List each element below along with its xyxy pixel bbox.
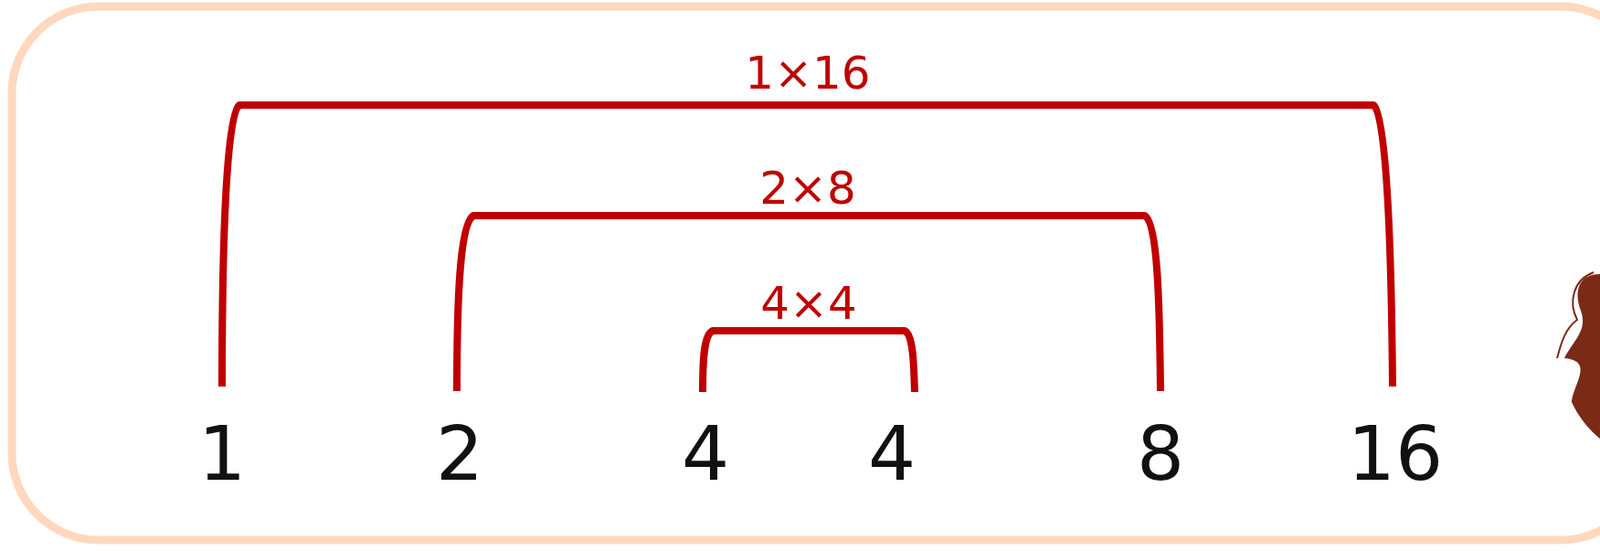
- decoration-curl: [1557, 272, 1594, 359]
- pair-label: 4×4: [760, 280, 858, 327]
- frame-border: [11, 6, 1600, 541]
- factor-number: 8: [1136, 416, 1185, 492]
- factor-number: 2: [435, 416, 484, 492]
- pair-label: 1×16: [744, 50, 870, 96]
- factor-number: 1: [198, 416, 246, 492]
- factor-number: 16: [1347, 416, 1443, 492]
- pair-label: 2×8: [759, 165, 857, 212]
- pair-bracket: [456, 215, 1161, 392]
- pair-bracket: [702, 330, 915, 393]
- factor-number: 4: [681, 416, 730, 492]
- decoration: [1564, 274, 1600, 439]
- pair-bracket: [222, 105, 1393, 387]
- factor-number: 4: [868, 416, 916, 492]
